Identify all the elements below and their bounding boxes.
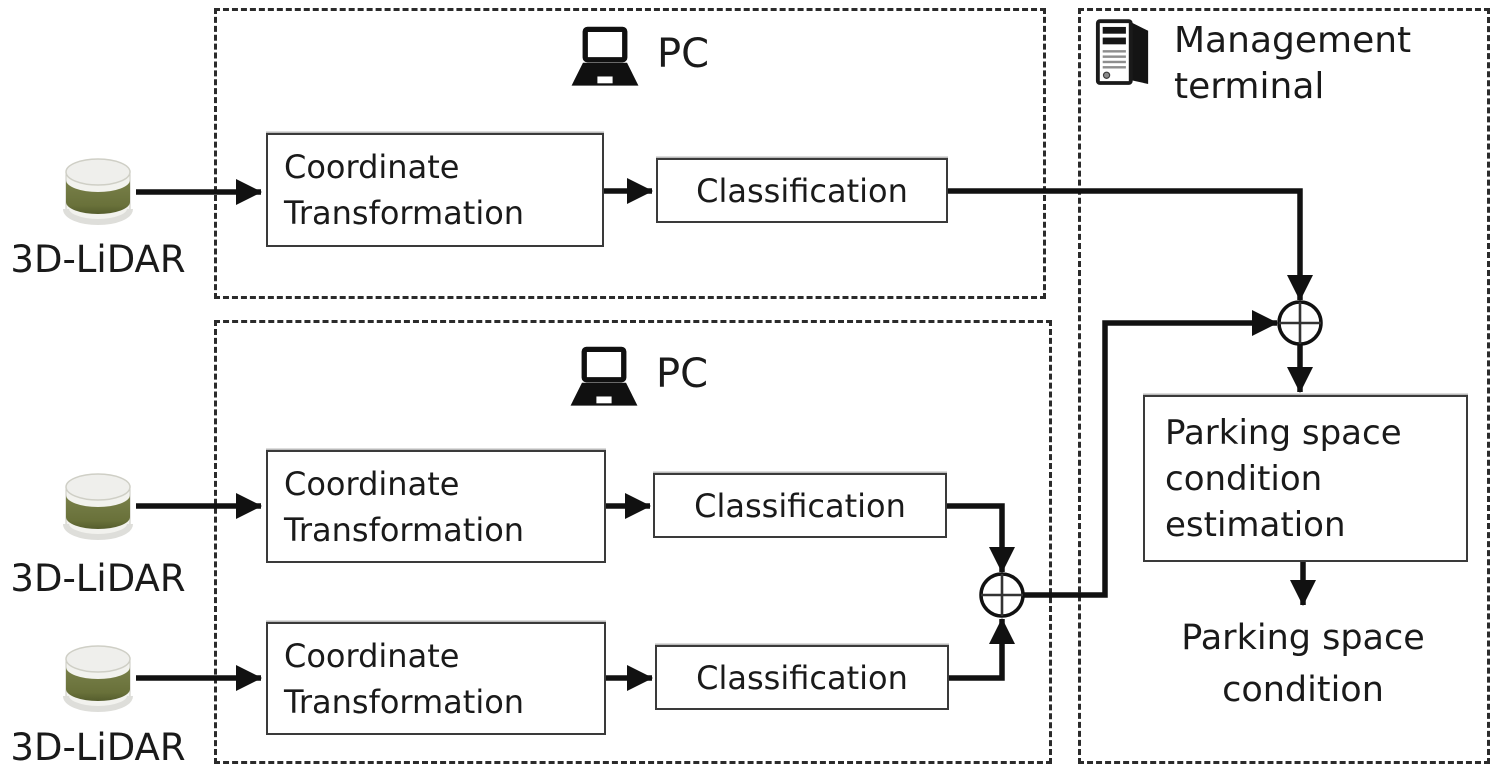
pc-group-1-header: PC (567, 26, 709, 92)
coordinate-transformation-label: Coordinate Transformation (284, 464, 525, 549)
laptop-icon (566, 346, 642, 412)
lidar-cylinder-icon (58, 639, 138, 719)
management-title-line1: Management (1174, 20, 1412, 61)
parking-space-condition-estimation-label: Parking space condition estimation (1165, 412, 1402, 545)
coordinate-transformation-box-1: Coordinate Transformation (266, 133, 604, 247)
classification-label: Classification (694, 486, 906, 525)
parking-space-condition-estimation-box: Parking space condition estimation (1143, 395, 1468, 562)
management-title-line2: terminal (1174, 66, 1325, 107)
lidar-label-1: 3D-LiDAR (10, 238, 186, 281)
coordinate-transformation-label: Coordinate Transformation (284, 636, 525, 721)
classification-box-1: Classification (656, 158, 948, 223)
pc-group-2-header: PC (566, 346, 708, 412)
coordinate-transformation-box-3: Coordinate Transformation (266, 622, 606, 735)
lidar-label-2: 3D-LiDAR (10, 557, 186, 600)
classification-box-3: Classification (655, 645, 949, 710)
pc-group-2-title: PC (656, 351, 709, 397)
lidar-label-3: 3D-LiDAR (10, 726, 186, 769)
pc-group-1-container (214, 8, 1046, 299)
coordinate-transformation-label: Coordinate Transformation (284, 148, 525, 232)
pc-group-1-title: PC (657, 31, 710, 77)
coordinate-transformation-box-2: Coordinate Transformation (266, 450, 606, 563)
classification-box-2: Classification (653, 473, 947, 538)
parking-space-condition-output-label: Parking space condition (1181, 618, 1425, 710)
management-terminal-header: Management terminal (1094, 18, 1411, 110)
laptop-icon (567, 26, 643, 92)
classification-label: Classification (696, 658, 908, 697)
classification-label: Classification (696, 171, 908, 210)
server-tower-icon (1094, 18, 1152, 90)
lidar-cylinder-icon (58, 467, 138, 547)
lidar-cylinder-icon (58, 152, 138, 232)
management-terminal-title: Management terminal (1174, 18, 1411, 110)
